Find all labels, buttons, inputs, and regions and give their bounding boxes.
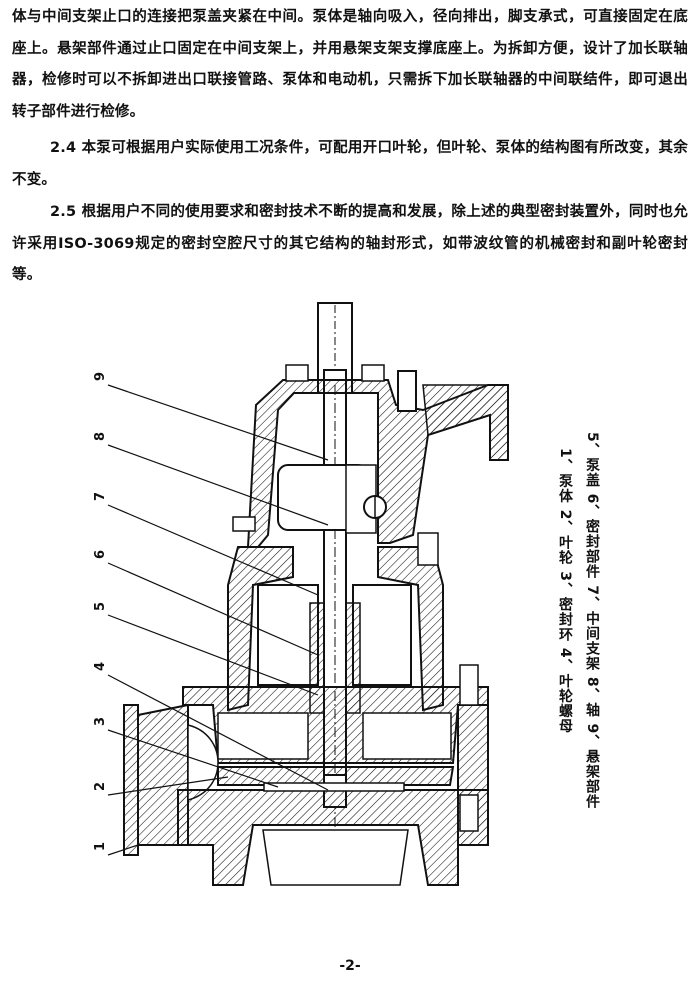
seal-right — [352, 584, 412, 686]
paragraph-continued: 体与中间支架止口的连接把泵盖夹紧在中间。泵体是轴向吸入，径向排出，脚支承式，可直… — [12, 9, 688, 120]
callout-2: 2 — [93, 782, 108, 791]
legend-line-2: 5、泵盖 6、密封部件 7、中间支架 8、轴 9、悬架部件 — [584, 432, 600, 810]
callout-6: 6 — [93, 550, 108, 559]
paragraph-2-5: 2.5 根据用户不同的使用要求和密封技术不断的提高和发展，除上述的典型密封装置外… — [12, 197, 688, 292]
seal-left — [257, 584, 319, 686]
callout-3: 3 — [93, 717, 108, 726]
callout-8: 8 — [93, 432, 108, 441]
legend-line-1: 1、泵体 2、叶轮 3、密封环 4、叶轮螺母 — [557, 448, 573, 734]
paragraph-2-4-text: 2.4 本泵可根据用户实际使用工况条件，可配用开口叶轮，但叶轮、泵体的结构图有所… — [12, 140, 688, 188]
page-number: -2- — [339, 958, 361, 974]
callout-5: 5 — [93, 602, 108, 611]
middle-bracket-left — [227, 546, 294, 712]
callout-1: 1 — [93, 842, 108, 851]
leader-lines — [107, 384, 329, 856]
callout-7: 7 — [93, 492, 108, 501]
paragraph-2-5-text: 2.5 根据用户不同的使用要求和密封技术不断的提高和发展，除上述的典型密封装置外… — [12, 204, 688, 283]
pump-section-drawing: 9 8 7 6 5 4 3 2 1 — [93, 302, 509, 886]
bolt-top — [397, 370, 417, 412]
callout-9: 9 — [93, 372, 108, 381]
paragraph-2-4: 2.4 本泵可根据用户实际使用工况条件，可配用开口叶轮，但叶轮、泵体的结构图有所… — [12, 133, 688, 196]
seal-ring — [263, 782, 405, 792]
callout-4: 4 — [93, 662, 108, 671]
